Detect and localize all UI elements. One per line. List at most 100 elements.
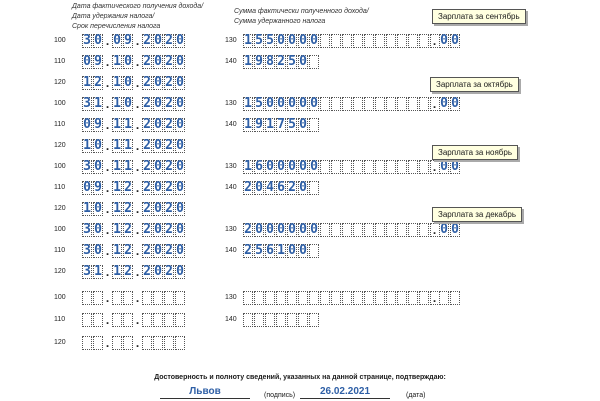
amount-field-cell bbox=[397, 291, 407, 305]
sum-code: 130 bbox=[225, 100, 237, 107]
date-day-cell bbox=[82, 291, 92, 305]
kopecks-field-cell: 0 bbox=[450, 159, 460, 174]
row-code: 100 bbox=[54, 163, 66, 170]
header-right-line: Сумма удержанного налога bbox=[234, 18, 326, 25]
amount-field-cell bbox=[331, 160, 341, 174]
date-day-cell bbox=[82, 313, 92, 327]
date-month-cell: 2 bbox=[123, 222, 133, 237]
row-code: 110 bbox=[54, 184, 66, 191]
date-value: 26.02.2021 bbox=[319, 386, 371, 397]
date-year bbox=[142, 313, 186, 327]
date-year-cell: 2 bbox=[164, 54, 174, 69]
date-year-cell: 2 bbox=[142, 159, 152, 174]
dot-separator: . bbox=[105, 202, 110, 216]
amount-field-cell: 9 bbox=[254, 54, 264, 69]
amount-field-cell: 4 bbox=[265, 180, 275, 195]
sum-code: 140 bbox=[225, 316, 237, 323]
date-day-cell: 3 bbox=[82, 96, 92, 111]
dot-separator: . bbox=[135, 313, 140, 327]
amount-field-cell bbox=[243, 313, 253, 327]
date-year-cell bbox=[142, 313, 152, 327]
kopecks-field-cell: 0 bbox=[450, 222, 460, 237]
amount-field-cell bbox=[419, 34, 429, 48]
amount-field-cell: 2 bbox=[243, 243, 253, 258]
date-month-cell: 1 bbox=[112, 117, 122, 132]
dot-separator: . bbox=[135, 244, 140, 258]
amount-field-cell bbox=[397, 223, 407, 237]
amount-field-cell: 0 bbox=[309, 222, 319, 237]
dot-separator: . bbox=[432, 34, 437, 48]
date-day-cell: 3 bbox=[82, 159, 92, 174]
date-year-cell: 0 bbox=[153, 96, 163, 111]
date-month-cell: 1 bbox=[112, 96, 122, 111]
date-year-cell: 2 bbox=[142, 222, 152, 237]
amount-field-cell bbox=[342, 97, 352, 111]
date-month-cell: 0 bbox=[123, 54, 133, 69]
amount-field-cell bbox=[276, 291, 286, 305]
row-code: 100 bbox=[54, 294, 66, 301]
amount-field-cell: 0 bbox=[276, 159, 286, 174]
sum-code: 130 bbox=[225, 294, 237, 301]
date-year-cell: 0 bbox=[153, 243, 163, 258]
dot-separator: . bbox=[432, 160, 437, 174]
amount-field-cell: 0 bbox=[298, 180, 308, 195]
date-year-cell bbox=[153, 336, 163, 350]
date-year-cell bbox=[175, 336, 185, 350]
date-day-cell: 1 bbox=[93, 96, 103, 111]
amount-field-cell: 0 bbox=[309, 33, 319, 48]
amount-field-cell bbox=[331, 34, 341, 48]
amount-field-cell bbox=[364, 160, 374, 174]
date-year-cell: 2 bbox=[164, 201, 174, 216]
amount-field-cell bbox=[309, 181, 319, 195]
date-year-cell: 0 bbox=[153, 138, 163, 153]
amount-field-cell bbox=[320, 34, 330, 48]
signature-value: Львов bbox=[189, 386, 221, 397]
footer-statement: Достоверность и полноту сведений, указан… bbox=[154, 374, 446, 381]
date-year-cell: 2 bbox=[142, 180, 152, 195]
amount-field-cell bbox=[254, 291, 264, 305]
dot-separator: . bbox=[105, 336, 110, 350]
amount-field-cell bbox=[408, 34, 418, 48]
date-year-cell: 2 bbox=[164, 75, 174, 90]
date-day bbox=[82, 313, 104, 327]
dot-separator: . bbox=[105, 181, 110, 195]
date-year-cell bbox=[164, 313, 174, 327]
dot-separator: . bbox=[105, 313, 110, 327]
date-year-cell bbox=[153, 291, 163, 305]
dot-separator: . bbox=[135, 97, 140, 111]
date-year-cell: 0 bbox=[153, 201, 163, 216]
amount-field-cell bbox=[309, 313, 319, 327]
row-code: 100 bbox=[54, 37, 66, 44]
header-left-line: Срок перечисления налога bbox=[72, 23, 161, 30]
date-year bbox=[142, 336, 186, 350]
dot-separator: . bbox=[105, 76, 110, 90]
date-month-cell: 2 bbox=[123, 180, 133, 195]
amount-field-cell: 2 bbox=[243, 222, 253, 237]
amount-field-cell: 0 bbox=[254, 180, 264, 195]
date-day-cell: 3 bbox=[82, 243, 92, 258]
amount-field-cell bbox=[375, 160, 385, 174]
kopecks-field-cell bbox=[450, 291, 460, 305]
date-month-cell: 9 bbox=[123, 33, 133, 48]
date-year-cell: 0 bbox=[175, 138, 185, 153]
dot-separator: . bbox=[135, 118, 140, 132]
amount-field-cell bbox=[276, 313, 286, 327]
amount-field-cell: 0 bbox=[265, 222, 275, 237]
date-month-cell: 1 bbox=[123, 138, 133, 153]
amount-field-cell: 0 bbox=[276, 96, 286, 111]
amount-field-cell bbox=[331, 97, 341, 111]
sum-code: 130 bbox=[225, 226, 237, 233]
row-code: 110 bbox=[54, 247, 66, 254]
